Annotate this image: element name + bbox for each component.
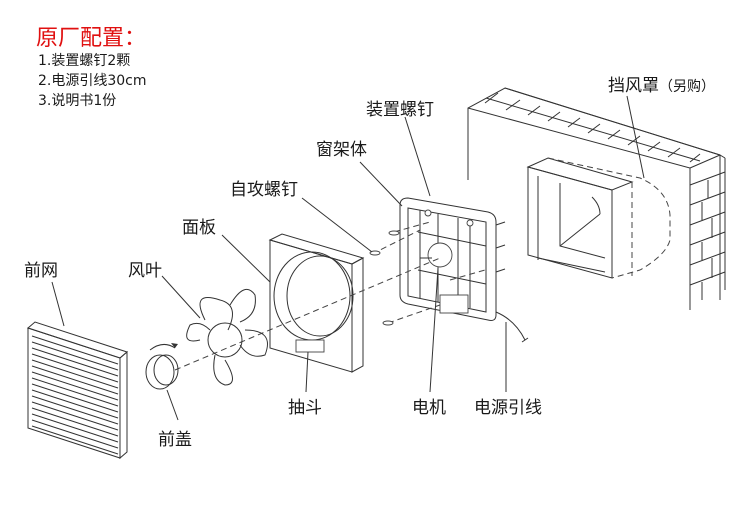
config-title: 原厂配置：: [36, 26, 147, 51]
grille-slat: [31, 335, 119, 365]
label-wind-shield: 挡风罩（另购）: [608, 78, 715, 95]
grille-slat: [31, 407, 119, 437]
grille-slat: [31, 353, 119, 383]
grille-slat: [31, 383, 119, 413]
screws: [369, 221, 486, 326]
grille-slat: [31, 365, 119, 395]
label-motor: 电机: [412, 398, 446, 418]
brick-wall: [467, 87, 726, 310]
label-panel: 面板: [182, 218, 216, 238]
label-front-cap: 前盖: [158, 430, 192, 450]
wind-shield-note: （另购）: [659, 79, 715, 95]
label-front-grille: 前网: [24, 261, 58, 281]
grille-slat: [31, 347, 119, 377]
label-window-frame: 窗架体: [316, 140, 367, 160]
wind-shield-name: 挡风罩: [608, 76, 659, 96]
grille-slat: [31, 419, 119, 449]
config-item: 2.电源引线30cm: [38, 73, 147, 89]
panel: [268, 233, 365, 373]
fan-blade: [186, 288, 268, 386]
label-power-cord: 电源引线: [474, 398, 542, 418]
config-item: 3.说明书1份: [38, 93, 117, 109]
grille-slat: [31, 413, 119, 443]
front-cap: [145, 343, 179, 390]
wall-opening: [526, 157, 671, 279]
label-mounting-screw: 装置螺钉: [366, 100, 434, 120]
config-item: 1.装置螺钉2颗: [38, 53, 131, 69]
front-grille: [26, 321, 129, 460]
window-frame: [399, 197, 529, 343]
label-fan-blade: 风叶: [128, 261, 162, 281]
grille-slat: [31, 359, 119, 389]
grille-slat: [31, 395, 119, 425]
grille-slat: [31, 377, 119, 407]
assembly-axis: [174, 257, 441, 371]
label-drawer: 抽斗: [288, 398, 322, 418]
label-self-tapping-screw: 自攻螺钉: [230, 180, 298, 200]
grille-slat: [31, 401, 119, 431]
grille-slat: [31, 371, 119, 401]
grille-slat: [31, 425, 119, 455]
leader-lines: [51, 95, 645, 421]
grille-slat: [31, 341, 119, 371]
grille-slat: [31, 389, 119, 419]
